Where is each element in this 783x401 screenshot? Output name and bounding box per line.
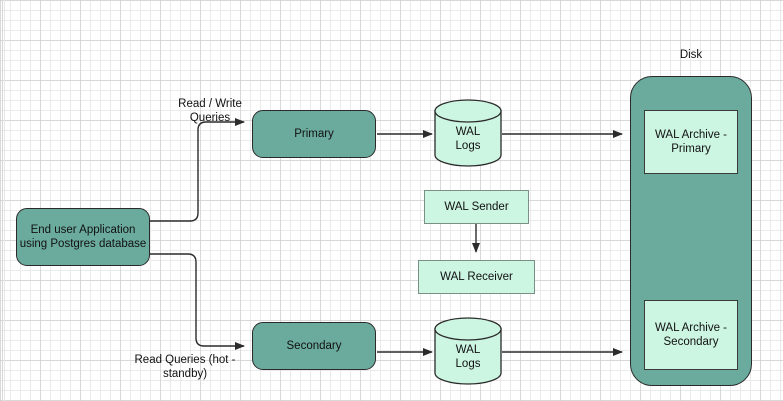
node-wal-sender[interactable]: WAL Sender (424, 190, 529, 224)
node-label-wal-logs-primary: WAL Logs (455, 125, 481, 152)
node-wal-archive-primary[interactable]: WAL Archive - Primary (644, 110, 738, 174)
cylinder-shape-secondary (434, 317, 502, 385)
node-label-wal-sender: WAL Sender (444, 201, 509, 213)
node-end-user-application[interactable]: End user Application using Postgres data… (16, 208, 150, 266)
page-boundary-line (2, 0, 3, 401)
node-label-primary: Primary (294, 128, 334, 140)
node-label-end-user-application: End user Application using Postgres data… (19, 224, 147, 250)
page-boundary-line-secondary (4, 0, 5, 401)
node-wal-logs-secondary[interactable]: WAL Logs (434, 317, 502, 385)
node-wal-logs-primary[interactable]: WAL Logs (434, 99, 502, 167)
node-primary[interactable]: Primary (252, 110, 376, 158)
node-label-wal-logs-secondary: WAL Logs (455, 343, 481, 370)
edge-client-to-primary (150, 118, 245, 222)
node-wal-archive-secondary[interactable]: WAL Archive - Secondary (644, 300, 738, 370)
edge-label-read-write-queries: Read / Write Queries (178, 98, 242, 124)
node-secondary[interactable]: Secondary (252, 322, 376, 370)
cylinder-shape-primary (434, 99, 502, 167)
node-label-wal-archive-secondary: WAL Archive - Secondary (655, 322, 727, 348)
node-label-wal-receiver: WAL Receiver (440, 271, 513, 283)
edge-label-read-queries: Read Queries (hot - standby) (134, 354, 236, 380)
edge-client-to-secondary (150, 253, 245, 350)
node-wal-receiver[interactable]: WAL Receiver (418, 260, 535, 294)
disk-title-label: Disk (679, 49, 703, 61)
node-label-wal-archive-primary: WAL Archive - Primary (655, 129, 727, 155)
node-label-secondary: Secondary (286, 340, 342, 352)
